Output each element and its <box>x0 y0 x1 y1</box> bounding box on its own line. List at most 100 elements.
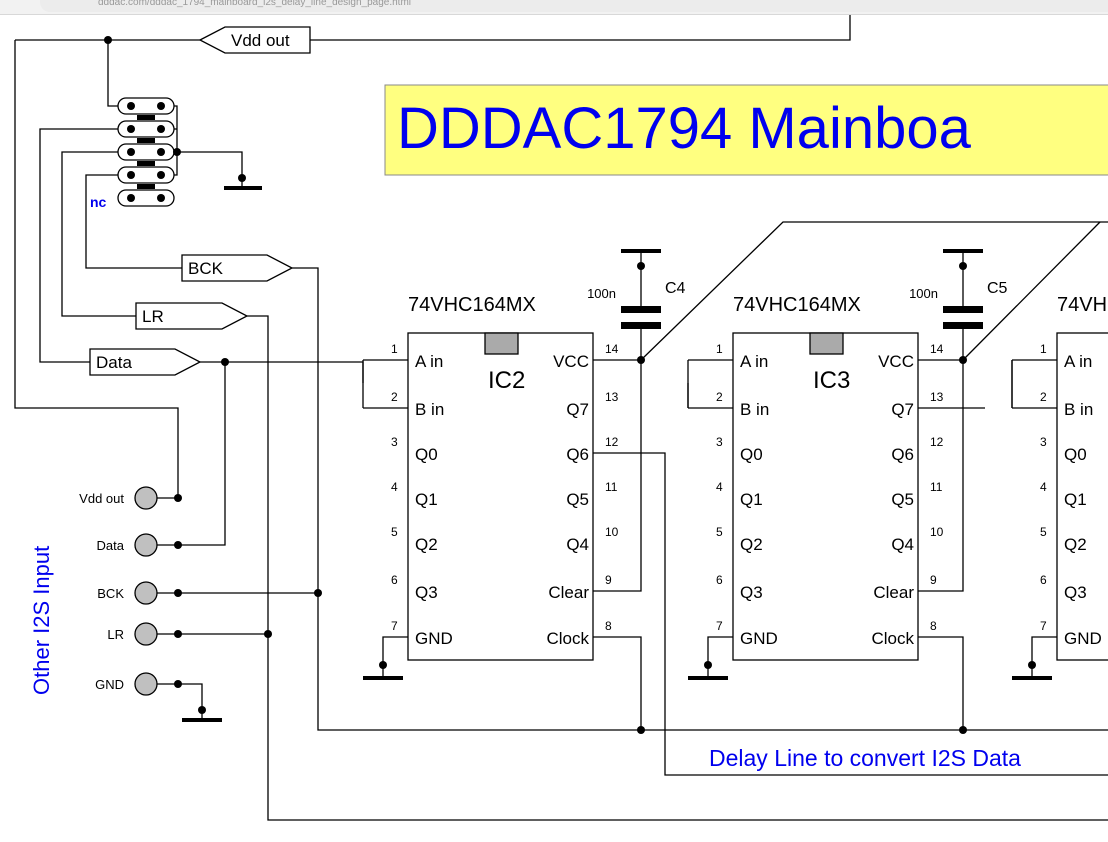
pin-name: VCC <box>553 352 589 371</box>
pin-number: 1 <box>391 342 398 356</box>
pin-name: Q2 <box>415 535 438 554</box>
pin-name: Q5 <box>891 490 914 509</box>
wire-clear-ic2 <box>593 360 642 592</box>
junction-dot <box>174 589 182 597</box>
jumper-pin <box>157 102 165 110</box>
ic-notch <box>809 332 844 355</box>
cap-value: 100n <box>587 286 616 301</box>
wire-bck <box>292 267 1108 731</box>
pin-number: 5 <box>1040 525 1047 539</box>
wire-vdd-out-right <box>310 15 851 41</box>
pin-number: 4 <box>1040 480 1047 494</box>
jumper-pin <box>127 148 135 156</box>
pin-number: 7 <box>391 619 398 633</box>
port-bck: BCK <box>181 254 294 282</box>
pin-name: B in <box>415 400 444 419</box>
junction-dot <box>104 36 112 44</box>
pin-number: 7 <box>1040 619 1047 633</box>
jumper-nc-label: nc <box>90 194 107 210</box>
port-bck-text: BCK <box>188 259 224 278</box>
junction-dot <box>959 356 967 364</box>
wire-data-input <box>178 362 226 546</box>
junction-dot <box>637 262 645 270</box>
pin-name: Clock <box>871 629 914 648</box>
pin-name: Q3 <box>740 583 763 602</box>
input-connector-circle <box>134 672 158 696</box>
wire-clock-ic2 <box>593 636 642 730</box>
pin-name: Q0 <box>740 445 763 464</box>
pin-name: Q1 <box>740 490 763 509</box>
capacitor: 100n C4 <box>587 249 686 360</box>
jumper-row <box>117 143 175 161</box>
pin-number: 3 <box>391 435 398 449</box>
junction-dot <box>238 174 246 182</box>
jumper-row <box>117 189 175 207</box>
jumper-pin <box>157 148 165 156</box>
wire-clear-ic3 <box>918 360 964 592</box>
pin-name: Q7 <box>891 400 914 419</box>
address-bar[interactable]: dddac.com/dddac_1794_mainboard_i2s_delay… <box>40 0 1108 12</box>
junction-dot <box>264 630 272 638</box>
input-connector-circle <box>134 486 158 510</box>
junction-dot <box>704 661 712 669</box>
jumper-pin <box>157 125 165 133</box>
wire-vdd-jumper <box>107 40 118 107</box>
jumper-cap <box>137 184 155 189</box>
pin-name: Q1 <box>415 490 438 509</box>
jumper-shape <box>117 189 175 207</box>
pin-name: Q0 <box>1064 445 1087 464</box>
gnd-pin-wire <box>382 636 408 665</box>
ic-body <box>1056 332 1108 661</box>
port-lr-shape <box>135 302 249 330</box>
port-data-shape <box>89 348 202 376</box>
wire-clock-ic3 <box>918 636 964 730</box>
junction-dot <box>173 148 181 156</box>
pin-name: Q4 <box>891 535 914 554</box>
cap-plate <box>943 306 983 313</box>
pin-number: 9 <box>605 573 612 587</box>
pin-number: 11 <box>930 480 943 494</box>
pin-number: 6 <box>1040 573 1047 587</box>
diagram-title: DDDAC1794 Mainboa <box>397 96 972 161</box>
junction-dot <box>637 726 645 734</box>
input-connector: Data <box>97 533 178 557</box>
pin-name: B in <box>740 400 769 419</box>
input-connector-circle <box>134 581 158 605</box>
pin-name: Clear <box>548 583 589 602</box>
junction-dot <box>379 661 387 669</box>
input-connector: LR <box>107 622 178 646</box>
input-connector: BCK <box>97 581 178 605</box>
wire-lr-feed <box>61 151 136 317</box>
pin-name: Q3 <box>415 583 438 602</box>
pin-number: 3 <box>1040 435 1047 449</box>
ic-notch <box>484 332 519 355</box>
cap-ref: C4 <box>665 280 686 297</box>
pin-number: 10 <box>930 525 944 539</box>
pin-name: A in <box>415 352 443 371</box>
jumper-shape <box>117 97 175 115</box>
junction-dot <box>1028 661 1036 669</box>
wire-gnd-input <box>178 683 203 710</box>
pin-number: 10 <box>605 525 619 539</box>
jumper-pin <box>157 171 165 179</box>
pin-name: Q2 <box>1064 535 1087 554</box>
side-label-other-i2s-input: Other I2S Input <box>29 546 54 695</box>
wire-vcc-bus <box>640 221 1108 361</box>
jumper-bus <box>166 105 178 176</box>
pin-number: 1 <box>1040 342 1047 356</box>
junction-dot <box>174 494 182 502</box>
cap-ref: C5 <box>987 280 1008 297</box>
junction-dot <box>637 356 645 364</box>
wire-vcc-bus <box>962 221 1101 361</box>
wire-vdd-rail <box>14 40 179 498</box>
port-vdd-out: Vdd out <box>198 26 311 54</box>
jumper-pin <box>127 102 135 110</box>
jumper-block <box>117 97 262 207</box>
input-connector-circle <box>134 622 158 646</box>
pin-name: VCC <box>878 352 914 371</box>
